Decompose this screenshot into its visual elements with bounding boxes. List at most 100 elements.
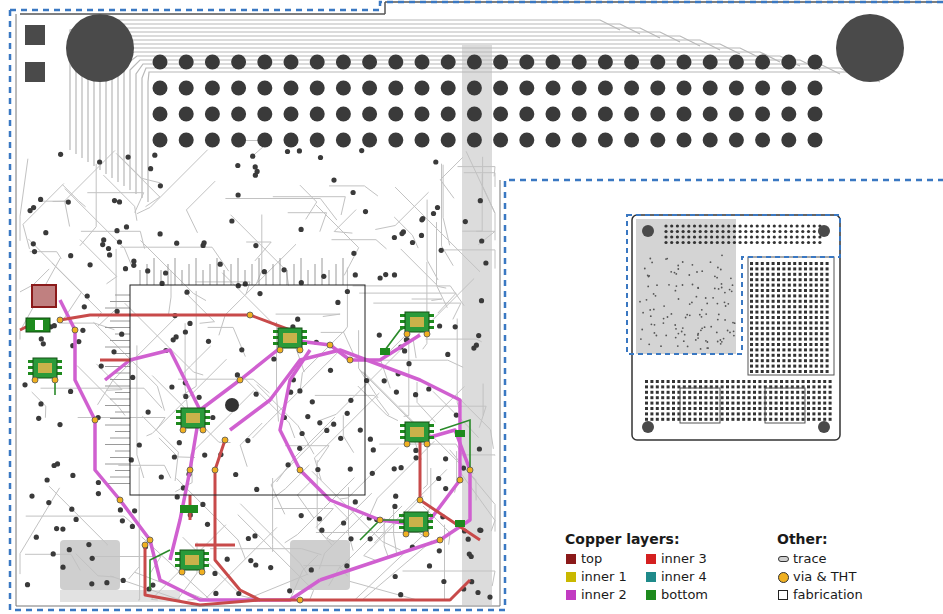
proto-hole xyxy=(699,412,702,415)
via xyxy=(359,148,364,153)
pin-trace xyxy=(115,353,130,354)
trace xyxy=(80,164,96,246)
proto-hole xyxy=(793,316,796,319)
proto-hole xyxy=(777,262,780,265)
capacitor xyxy=(455,520,465,527)
proto-hole xyxy=(750,348,753,351)
trace xyxy=(272,465,310,499)
proto-hole xyxy=(650,412,653,415)
pin-trace xyxy=(322,258,323,285)
header-pin xyxy=(807,235,810,238)
proto-hole xyxy=(737,396,740,399)
proto-hole xyxy=(815,311,818,314)
via xyxy=(691,302,693,304)
ic-pin xyxy=(399,514,404,517)
header-pin xyxy=(807,230,810,233)
via xyxy=(487,595,492,600)
proto-hole xyxy=(715,418,718,421)
proto-hole xyxy=(715,391,718,394)
proto-hole xyxy=(769,418,772,421)
proto-hole xyxy=(815,273,818,276)
pin-trace xyxy=(115,295,130,296)
via xyxy=(236,283,241,288)
proto-hole xyxy=(656,385,659,388)
via xyxy=(692,284,694,286)
via xyxy=(675,337,677,339)
header-pin xyxy=(310,133,325,148)
ic-pin xyxy=(429,430,434,433)
proto-hole xyxy=(650,407,653,410)
via xyxy=(663,305,665,307)
proto-hole xyxy=(815,359,818,362)
proto-hole xyxy=(753,407,756,410)
ic-pin xyxy=(57,360,62,363)
via xyxy=(351,251,356,256)
via xyxy=(126,155,131,160)
proto-hole xyxy=(772,343,775,346)
proto-hole xyxy=(688,391,691,394)
via xyxy=(676,285,678,287)
trace xyxy=(186,181,215,233)
proto-hole xyxy=(799,316,802,319)
via xyxy=(413,448,418,453)
proto-hole xyxy=(788,365,791,368)
header-pin xyxy=(693,224,696,227)
trace xyxy=(238,515,314,600)
proto-hole xyxy=(750,273,753,276)
ic-body xyxy=(404,512,428,532)
via xyxy=(206,339,211,344)
via xyxy=(382,378,387,383)
via xyxy=(115,309,120,314)
trace xyxy=(181,346,210,375)
proto-hole xyxy=(807,412,810,415)
proto-hole xyxy=(748,412,751,415)
trace xyxy=(20,258,60,340)
legend-label: fabrication xyxy=(793,587,863,603)
header-pin xyxy=(744,235,747,238)
proto-hole xyxy=(796,412,799,415)
header-pin xyxy=(773,235,776,238)
header-pin xyxy=(716,224,719,227)
via xyxy=(67,547,72,552)
proto-hole xyxy=(645,380,648,383)
via xyxy=(475,590,480,595)
pin-trace xyxy=(110,379,130,380)
trace xyxy=(394,509,397,553)
header-pin xyxy=(441,107,456,122)
legend-heading: Other: xyxy=(777,531,828,547)
legend-label: inner 3 xyxy=(661,551,707,567)
ic-pin xyxy=(302,336,307,339)
proto-hole xyxy=(815,370,818,373)
proto-hole xyxy=(796,407,799,410)
proto-hole xyxy=(791,391,794,394)
via xyxy=(697,287,699,289)
proto-hole xyxy=(750,338,753,341)
via xyxy=(74,517,79,522)
via xyxy=(344,563,349,568)
header-pin xyxy=(624,133,639,148)
trace xyxy=(315,395,389,415)
proto-hole xyxy=(820,338,823,341)
via xyxy=(656,284,658,286)
proto-hole xyxy=(796,391,799,394)
proto-hole xyxy=(772,300,775,303)
ic-pin xyxy=(273,336,278,339)
header-pin xyxy=(336,55,351,70)
via xyxy=(377,517,383,523)
header-pin xyxy=(362,55,377,70)
via xyxy=(649,309,651,311)
proto-hole xyxy=(799,338,802,341)
via xyxy=(660,345,662,347)
proto-hole xyxy=(755,289,758,292)
proto-hole xyxy=(804,332,807,335)
proto-hole xyxy=(772,348,775,351)
via xyxy=(454,413,459,418)
via xyxy=(184,290,189,295)
header-pin xyxy=(703,133,718,148)
header-pin xyxy=(624,55,639,70)
proto-hole xyxy=(793,343,796,346)
proto-hole xyxy=(777,321,780,324)
pin-trace xyxy=(217,258,218,285)
via xyxy=(477,446,482,451)
via xyxy=(392,272,397,277)
